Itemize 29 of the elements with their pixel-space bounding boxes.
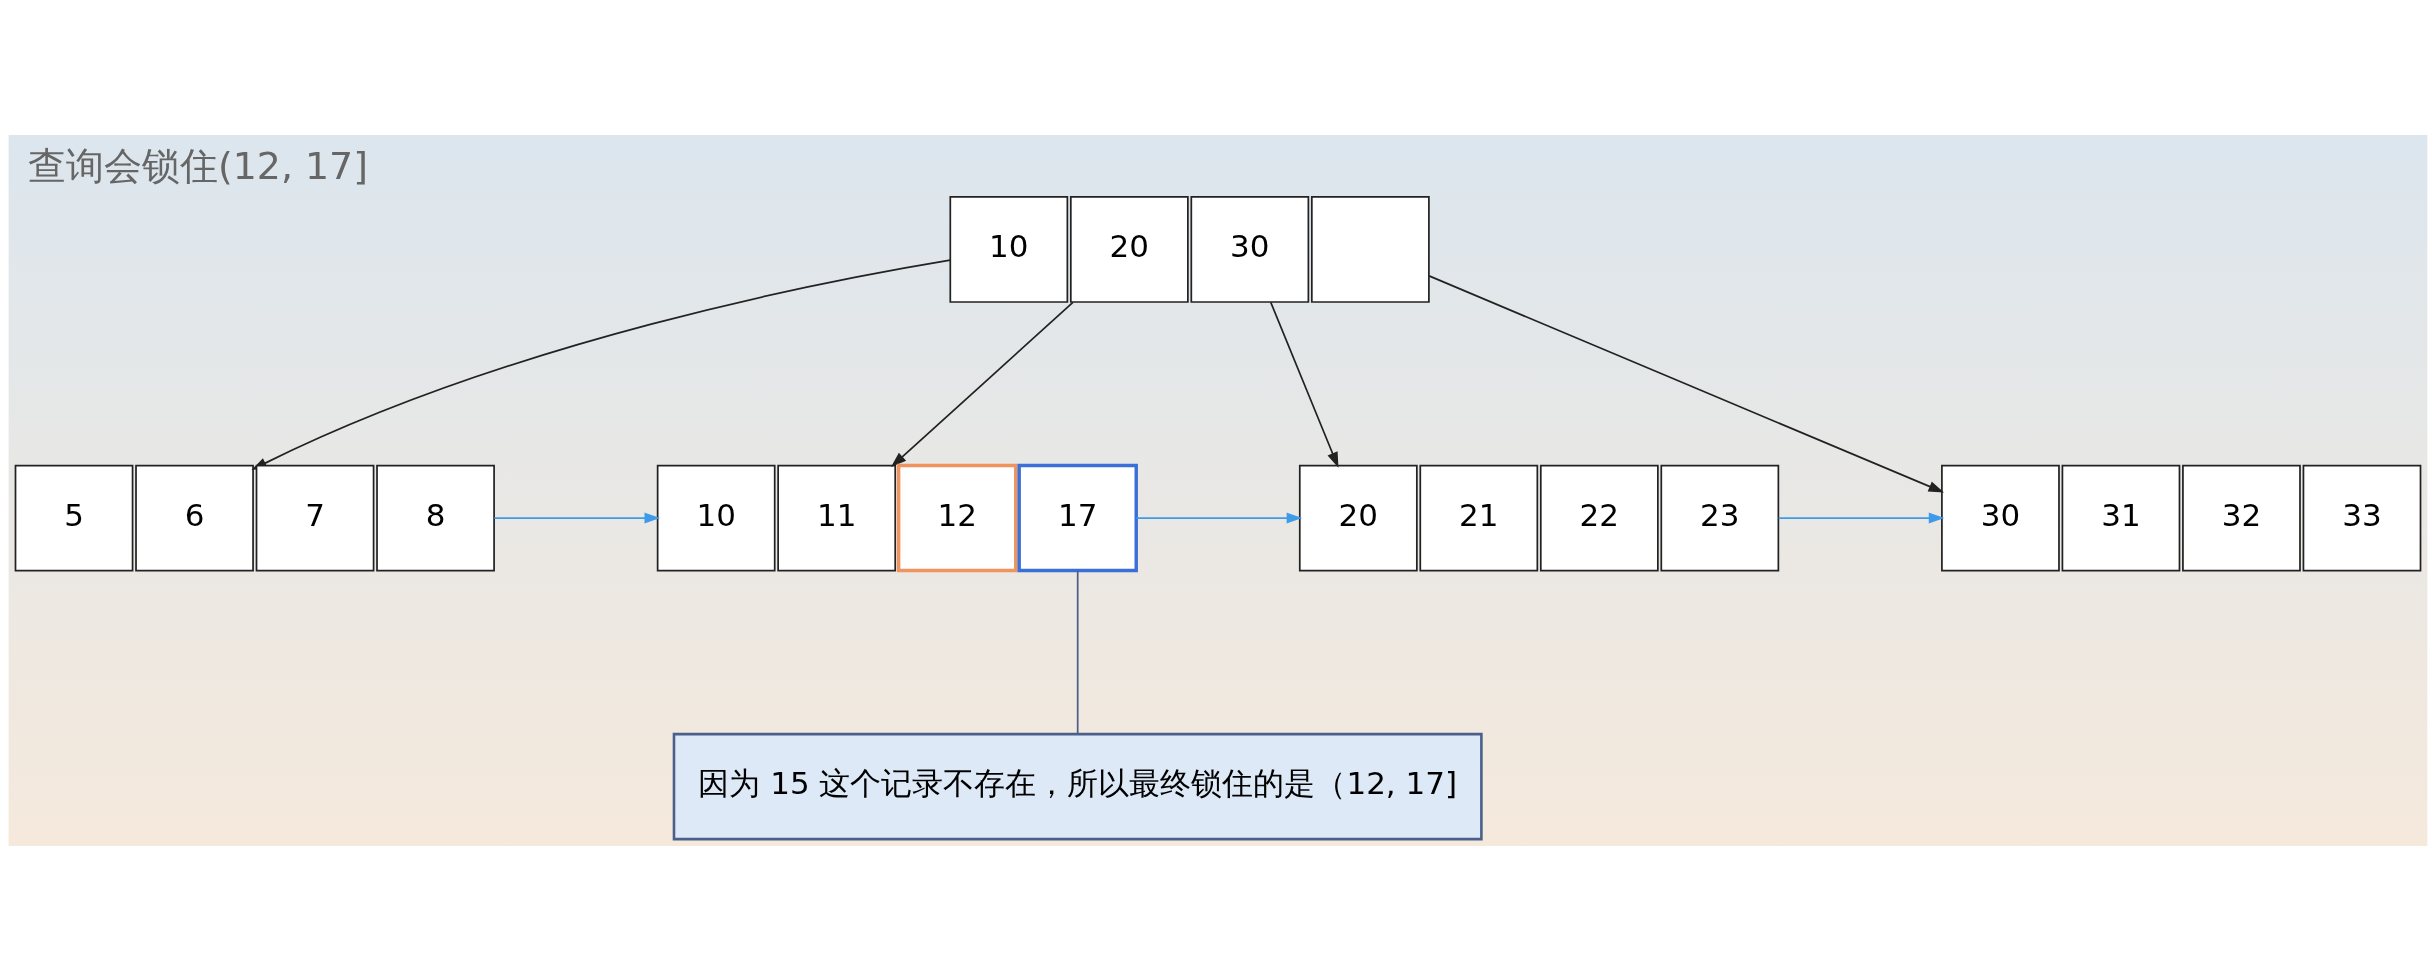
node-box: 5	[14, 464, 134, 571]
node-box: 10	[656, 464, 776, 571]
diagram-title: 查询会锁住(12, 17]	[28, 143, 368, 188]
arrow	[1777, 512, 1945, 523]
arrow	[891, 300, 1074, 467]
node-box: 32	[2182, 464, 2301, 571]
node-box: 12	[896, 463, 1018, 572]
node-box: 8	[376, 464, 495, 571]
arrow	[1428, 274, 1945, 493]
node-box: 17	[1017, 463, 1138, 572]
arrow	[1135, 512, 1303, 523]
node-box: 11	[777, 464, 897, 571]
node-box: 23	[1660, 464, 1780, 571]
node-box: 20	[1069, 195, 1189, 303]
node-box: 30	[1190, 195, 1310, 303]
node-box: 22	[1539, 464, 1659, 571]
node-box: 7	[255, 464, 375, 571]
node-box: 33	[2302, 464, 2422, 571]
node-box: 因为 15 这个记录不存在，所以最终锁住的是（12, 17]	[672, 732, 1483, 840]
node-box: 31	[2061, 464, 2181, 571]
node-box	[1310, 195, 1430, 303]
node-box: 30	[1941, 464, 2060, 571]
node-box: 21	[1419, 464, 1539, 571]
node-box: 10	[949, 195, 1069, 303]
node-box: 6	[135, 464, 254, 571]
connector	[1076, 569, 1079, 735]
arrow	[493, 512, 660, 523]
arrow	[1269, 300, 1339, 468]
node-box: 20	[1298, 464, 1418, 571]
